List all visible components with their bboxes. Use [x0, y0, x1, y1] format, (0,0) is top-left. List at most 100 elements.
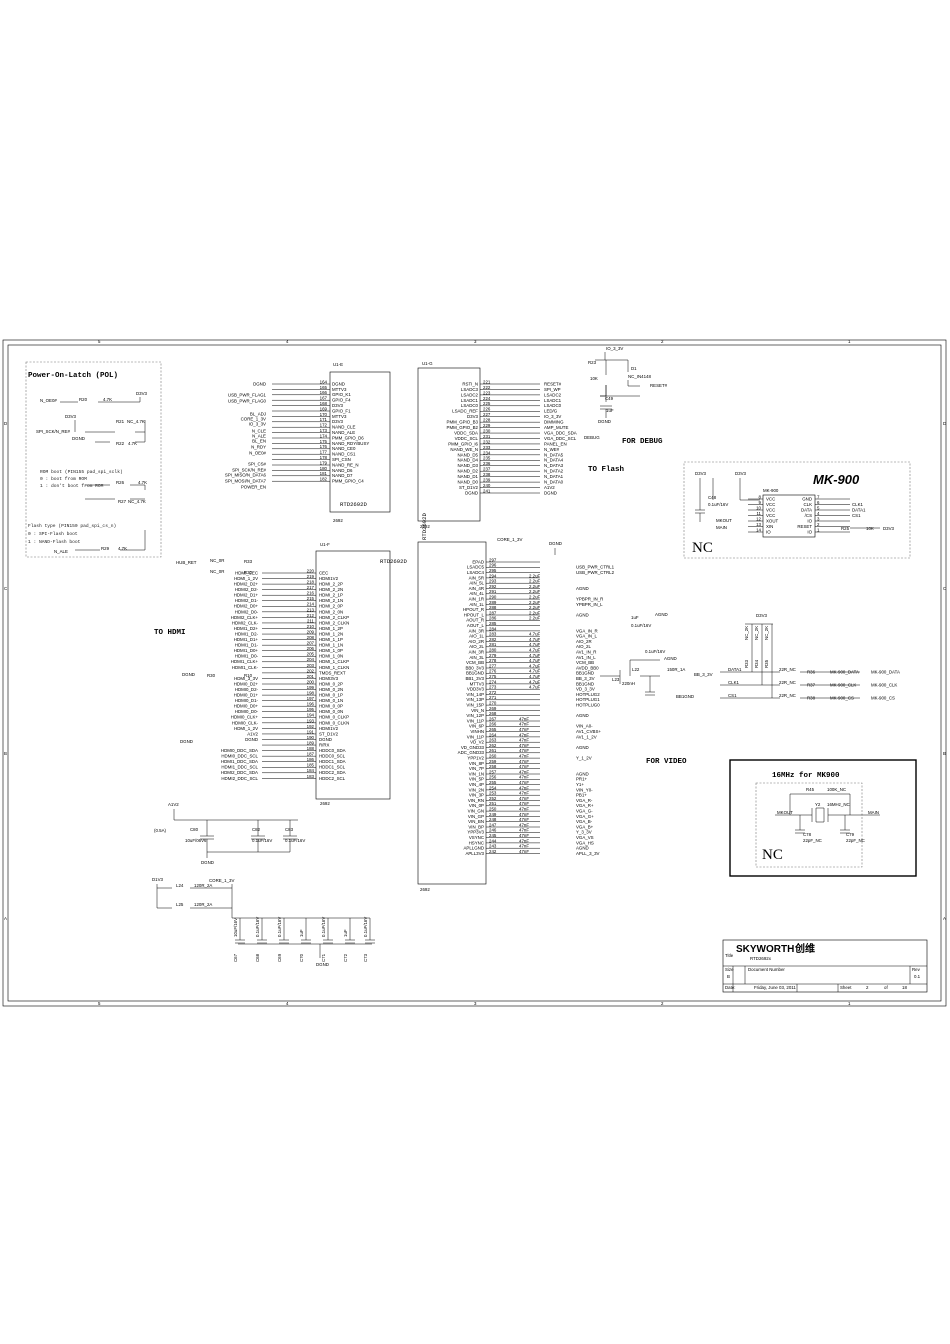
cap-ref: C72: [343, 953, 348, 962]
pin-number: 210: [307, 624, 315, 629]
cap-val: 10uF/16V: [233, 918, 238, 937]
cap-val: 2.2uF: [529, 616, 541, 621]
net-label: DGND: [253, 381, 266, 386]
mk900-wires: [695, 478, 880, 529]
pin-number: 257: [489, 769, 497, 774]
mk900-title: MK-900: [813, 472, 860, 487]
rom-note: 1 : don't boot from ROM: [40, 483, 104, 489]
cap-val: 2.2uF: [529, 589, 541, 594]
pin-number: 14: [756, 527, 761, 532]
net-label: HDMI1_DDC_SCL: [221, 765, 258, 770]
net-label: DGND: [72, 436, 85, 441]
res-ref: R33: [744, 659, 749, 668]
title-block: SKYWORTH 创维 Title RTD2692x Size B Docume…: [722, 939, 928, 993]
res-val: 10K: [866, 526, 874, 531]
net-label: SPI_CS#: [248, 461, 267, 466]
net-label: D3V3: [883, 526, 895, 531]
chip-ref: U1-F: [320, 542, 330, 547]
res-val: NC_2K: [754, 626, 759, 640]
pin-number: 192: [307, 724, 315, 729]
pin-number: 9: [759, 500, 762, 505]
pin-number: 221: [483, 379, 491, 384]
doc-size: B: [727, 974, 730, 979]
pin-number: 287: [489, 610, 497, 615]
cap-val: 2.2uF: [529, 610, 541, 615]
field-label: Document Number: [748, 967, 785, 972]
net-label: VGA_B-: [576, 819, 593, 824]
pin-name: HDMI_1_1N: [319, 643, 343, 648]
doc-title: RTD2692x: [750, 956, 772, 961]
net-label: Y_1_2V: [576, 756, 592, 761]
pin-number: 8: [759, 494, 762, 499]
u1e-body: [329, 371, 391, 513]
net-label: HDMI0_D1+: [234, 693, 259, 698]
cap-val: 4.7uF: [529, 642, 541, 647]
col-label: 5: [98, 339, 101, 344]
pin-name: VIN_11P: [467, 734, 484, 739]
pin-number: 275: [489, 674, 497, 679]
pin-number: 187: [307, 752, 315, 757]
net-label: USB_PWR_CTRL2: [576, 570, 615, 575]
pin-name: LSADC3: [461, 387, 479, 392]
pin-number: 170: [320, 412, 328, 417]
pin-number: 265: [489, 727, 497, 732]
pin-number: 166: [320, 390, 328, 395]
cap-val: 4.7uF: [529, 669, 541, 674]
pin-name: HDMI1V2: [319, 576, 339, 581]
cap-val: 47nF: [519, 722, 529, 727]
pin-number: 240: [483, 483, 491, 488]
net-label: HOTPLUG2: [576, 692, 600, 697]
pin-name: VDD3V3: [467, 687, 485, 692]
cap-ref: C82: [252, 827, 261, 832]
cap-ref: C49: [605, 396, 614, 401]
pin-number: 297: [489, 557, 497, 562]
pin-number: 164: [320, 379, 328, 384]
cap-val: 0.1uF/16V: [708, 502, 728, 507]
net-label: Y_3_3V: [576, 830, 592, 835]
pin-name: HDMI_2_1N: [319, 598, 343, 603]
net-label: D3V3: [695, 471, 707, 476]
net-label: A1V2: [247, 731, 258, 736]
net-label: AGND: [576, 771, 589, 776]
net-label: HUB_RET: [176, 560, 197, 565]
net-label: N_ALE: [252, 433, 266, 438]
to-hdmi-note: TO HDMI: [154, 629, 186, 637]
net-label: HDMI0_D0+: [234, 704, 259, 709]
net-label: APLL_3_3V: [576, 851, 600, 856]
pin-number: 253: [489, 791, 497, 796]
pin-number: 211: [307, 618, 315, 623]
pin-name: VIN_13P: [466, 697, 484, 702]
pin-name: VIN_BP: [468, 824, 484, 829]
pin-number: 12: [756, 516, 761, 521]
pin-name: NAND_D6: [332, 468, 353, 473]
doc-date: Friday, June 03, 2011: [754, 985, 796, 990]
pin-name: HDMI_1_CLKN: [319, 665, 349, 670]
pin-number: 230: [483, 428, 491, 433]
net-label: BB_3_3V: [694, 672, 713, 677]
cap-ref: C67: [233, 953, 238, 962]
bb-wires: [600, 659, 660, 696]
net-label: USB_PWR_CTRL1: [576, 565, 615, 570]
pin-name: MTTV3: [332, 387, 347, 392]
pin-number: 182: [320, 477, 328, 482]
flash-note: 1 : NAND-Flash boot: [28, 539, 81, 545]
cap-val: 47nF: [519, 785, 529, 790]
net-label: BB1GND: [576, 671, 594, 676]
pin-name: NAND_ALE: [332, 430, 355, 435]
net-label: LSADC1: [544, 398, 562, 403]
net-label: VGA_HS: [576, 840, 594, 845]
cap-val: 1uF: [631, 615, 639, 620]
pin-name: VIN_GN: [468, 809, 484, 814]
cap-val: 0.1uF/16V: [277, 917, 282, 937]
net-label: VGA_IN_R: [576, 628, 598, 633]
pin-number: 239: [483, 478, 491, 483]
current-label: (0.5A): [154, 828, 166, 833]
pin-name: VIN_3P: [469, 793, 484, 798]
col-label: 3: [474, 1001, 477, 1006]
crystal-wires: [775, 793, 880, 834]
pin-number: 179: [320, 460, 328, 465]
net-label: PR1+: [576, 777, 588, 782]
pin-name: VDDC_SDA: [454, 430, 478, 435]
cap-val: 2.2uF: [529, 579, 541, 584]
